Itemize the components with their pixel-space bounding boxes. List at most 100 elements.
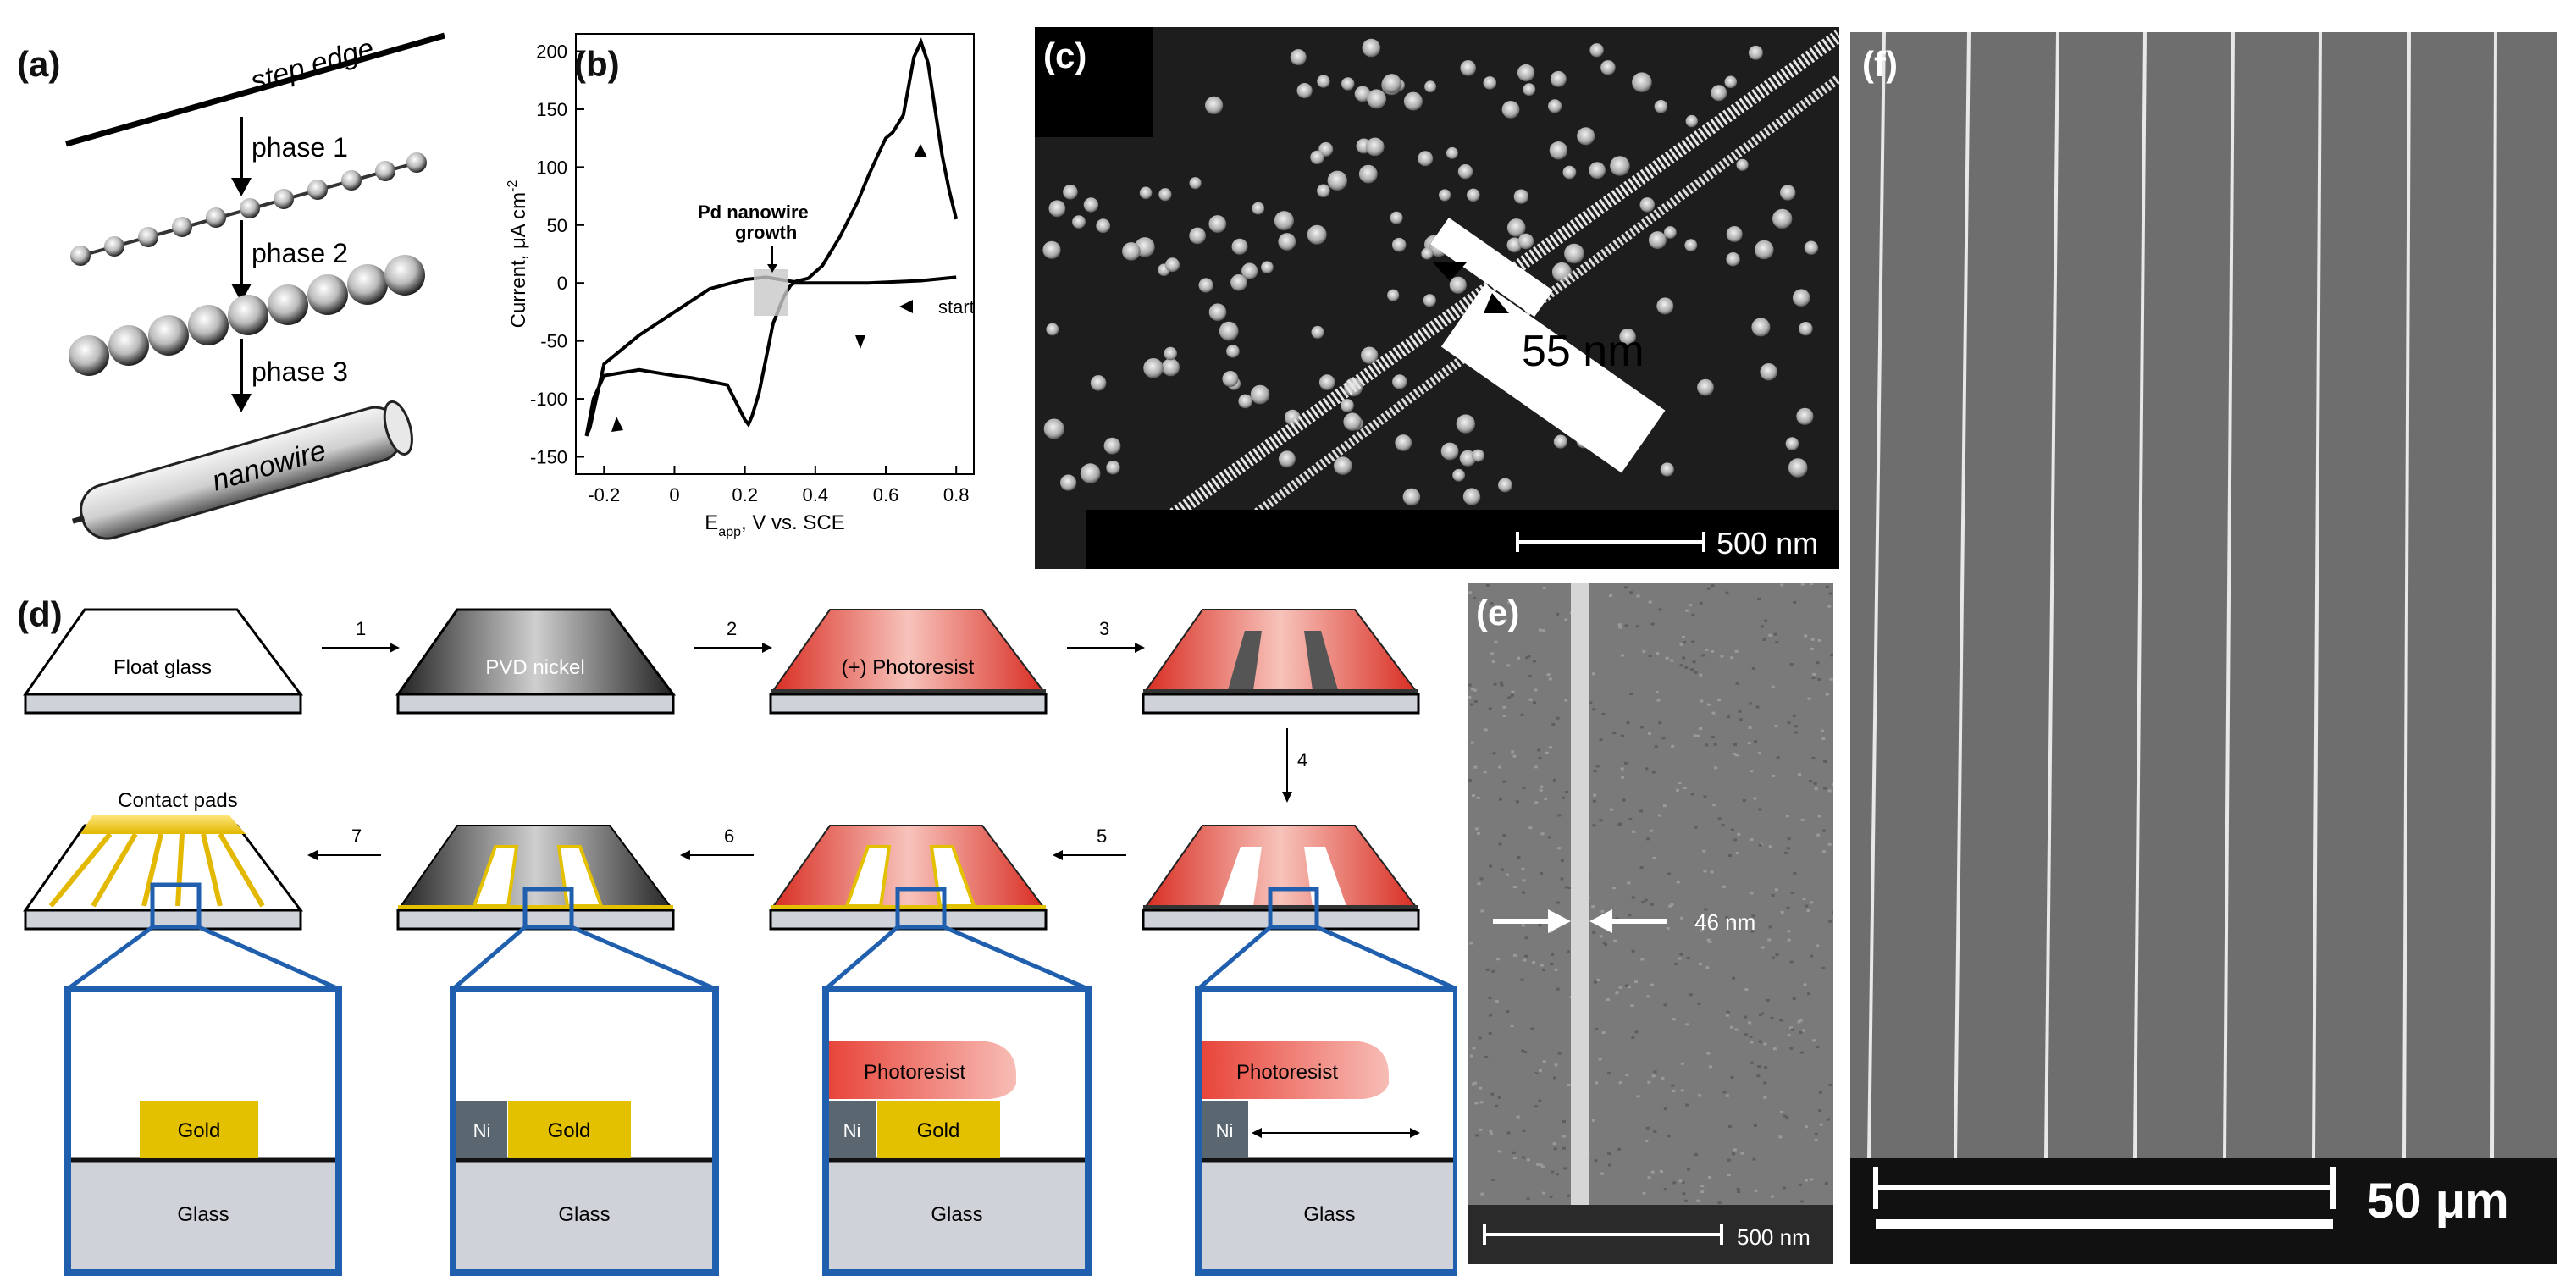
texture-speck <box>1733 1148 1737 1152</box>
step-edge-line <box>65 32 445 147</box>
texture-speck <box>1798 773 1801 776</box>
texture-speck <box>1711 736 1715 739</box>
x-tick-label: 0 <box>669 484 679 505</box>
texture-speck <box>1552 778 1556 782</box>
texture-speck <box>1537 748 1541 752</box>
nanoparticle <box>1506 218 1526 237</box>
texture-speck <box>1540 964 1544 967</box>
texture-speck <box>1684 1199 1688 1202</box>
texture-speck <box>1526 1158 1530 1162</box>
y-tick-label: -50 <box>540 331 567 352</box>
scale-strip <box>1086 510 1839 569</box>
texture-speck <box>1768 925 1772 929</box>
nanoparticle <box>1610 156 1630 176</box>
texture-speck <box>1789 1047 1794 1050</box>
texture-speck <box>1711 649 1714 653</box>
cv-curve <box>584 37 959 437</box>
svg-text:Ni: Ni <box>473 1120 491 1141</box>
step-photoresist: (+) Photoresist <box>769 609 1048 715</box>
texture-speck <box>1538 756 1542 759</box>
texture-speck <box>1749 702 1753 705</box>
texture-speck <box>1762 638 1766 641</box>
texture-speck <box>1717 1201 1722 1205</box>
texture-speck <box>1693 734 1697 737</box>
texture-speck <box>1511 690 1515 693</box>
texture-speck <box>1785 1115 1789 1119</box>
texture-speck <box>1553 1147 1557 1151</box>
texture-speck <box>1606 998 1610 1001</box>
texture-speck <box>1483 771 1487 774</box>
texture-speck <box>1717 817 1722 820</box>
texture-speck <box>1772 1047 1777 1051</box>
panel-label-b: (b) <box>574 44 620 84</box>
texture-speck <box>1705 743 1709 747</box>
texture-speck <box>1620 734 1624 737</box>
x-tick-label: 0.4 <box>803 484 829 505</box>
texture-speck <box>1817 638 1821 642</box>
texture-speck <box>1810 583 1814 586</box>
texture-speck <box>1658 721 1662 725</box>
svg-text:1: 1 <box>356 618 366 639</box>
texture-speck <box>1522 787 1526 789</box>
nanoparticle <box>1296 83 1313 99</box>
texture-speck <box>1694 1153 1698 1157</box>
nanoparticle <box>1498 478 1512 493</box>
texture-speck <box>1803 983 1807 986</box>
texture-speck <box>1823 759 1827 763</box>
nanoparticle <box>1792 289 1810 307</box>
texture-speck <box>1489 1014 1493 1017</box>
texture-speck <box>1599 935 1603 938</box>
texture-speck <box>1737 832 1741 836</box>
nanoparticle <box>1517 233 1534 250</box>
texture-speck <box>1767 938 1772 942</box>
texture-speck <box>1564 618 1568 621</box>
inset-4: Photoresist Ni Glass <box>1195 986 1460 1276</box>
texture-speck <box>1758 1040 1762 1043</box>
texture-speck <box>1542 968 1545 971</box>
texture-speck <box>1818 1109 1822 1113</box>
texture-speck <box>1680 1089 1684 1092</box>
texture-speck <box>1832 911 1833 914</box>
texture-speck <box>1473 1081 1477 1085</box>
texture-speck <box>1711 584 1715 588</box>
nanoparticle <box>1472 449 1484 462</box>
texture-speck <box>1645 767 1649 771</box>
nanoparticle <box>1238 394 1252 409</box>
texture-speck <box>1817 677 1821 681</box>
texture-speck <box>1615 991 1619 995</box>
texture-speck <box>1727 1158 1731 1162</box>
nanoparticle <box>1589 162 1606 180</box>
svg-text:Gold: Gold <box>917 1119 960 1142</box>
texture-speck <box>1644 898 1648 902</box>
nanoparticle <box>1796 407 1814 425</box>
texture-speck <box>1780 910 1784 914</box>
texture-speck <box>1623 761 1628 765</box>
texture-speck <box>1672 1018 1676 1021</box>
texture-speck <box>1810 638 1815 641</box>
texture-speck <box>1650 1170 1655 1174</box>
texture-speck <box>1706 938 1711 942</box>
texture-speck <box>1698 963 1702 965</box>
nanoparticle <box>1697 378 1714 396</box>
texture-speck <box>1744 1033 1748 1036</box>
texture-speck <box>1490 602 1494 605</box>
texture-speck <box>1661 1076 1665 1080</box>
texture-speck <box>1516 1115 1520 1119</box>
texture-speck <box>1754 740 1758 743</box>
nanoparticle <box>1424 80 1437 93</box>
texture-speck <box>1600 1172 1605 1175</box>
texture-speck <box>1653 1070 1657 1074</box>
texture-speck <box>1800 583 1805 586</box>
texture-speck <box>1667 1135 1671 1138</box>
texture-speck <box>1546 673 1551 677</box>
x-tick-label: -0.2 <box>588 484 620 505</box>
texture-speck <box>1800 818 1805 821</box>
nanoparticle <box>1341 77 1355 91</box>
texture-speck <box>1738 710 1742 713</box>
texture-speck <box>1727 1174 1731 1177</box>
y-tick-label: 100 <box>536 157 567 178</box>
texture-speck <box>1725 1014 1729 1017</box>
texture-speck <box>1485 584 1490 587</box>
texture-speck <box>1628 914 1632 917</box>
texture-speck <box>1790 892 1794 894</box>
